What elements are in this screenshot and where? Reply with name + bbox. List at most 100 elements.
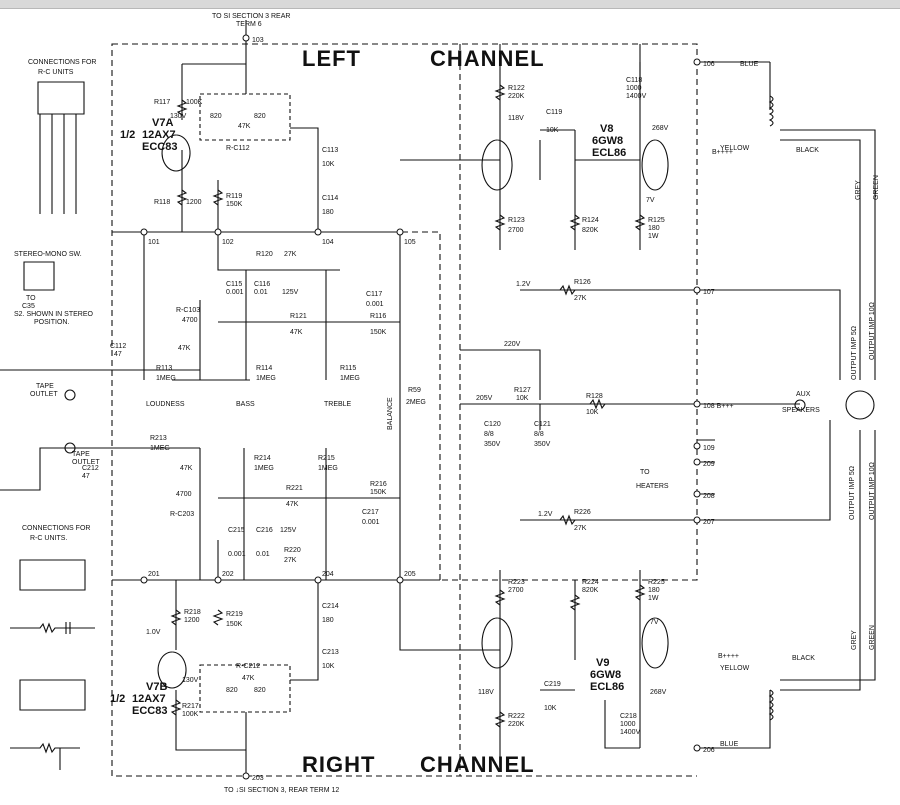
node-203 <box>242 772 250 780</box>
note-conn-top-1: CONNECTIONS FOR <box>28 59 96 66</box>
r124-resistor <box>569 214 581 231</box>
node-201 <box>140 576 148 584</box>
note-bottom-to: TO ↓SI SECTION 3, REAR TERM 12 <box>224 787 339 794</box>
note-top-term: TERM 6 <box>236 21 262 28</box>
label-components-r213v: 1MEG <box>150 445 170 452</box>
wire-yellow-bottom: YELLOW <box>720 665 750 672</box>
wire-blue-top: BLUE <box>740 61 759 68</box>
label-components-r220v: 27K <box>284 557 297 564</box>
label-components-v12: 1.2V <box>538 511 553 518</box>
label-components-r114: R114 <box>256 365 272 372</box>
label-components-r214: R214 <box>254 455 271 462</box>
r217-resistor <box>170 699 182 716</box>
r219-resistor <box>212 609 224 626</box>
r225-resistor <box>634 584 646 601</box>
node-205 <box>396 576 404 584</box>
note-conn-bot-1: CONNECTIONS FOR <box>22 525 90 532</box>
label-components-r128v: 10K <box>586 409 599 416</box>
label-components-r120v: 27K <box>284 251 297 258</box>
node-label-201: 201 <box>148 571 160 578</box>
r119-resistor <box>212 189 224 206</box>
wire-out5-top: OUTPUT IMP 5Ω <box>851 326 858 380</box>
note-conn-top-2: R-C UNITS <box>38 69 74 76</box>
left-channel-box <box>111 43 698 581</box>
wire-green-bottom: GREEN <box>869 625 876 650</box>
wire-out5-bottom: OUTPUT IMP 5Ω <box>849 466 856 520</box>
label-components-c217: C217 <box>362 509 379 516</box>
v8-pentode <box>641 139 669 191</box>
label-components-v205: 205V <box>476 395 493 402</box>
label-components-r221: R221 <box>286 485 303 492</box>
node-label-203: 203 <box>252 775 264 782</box>
node-108 <box>693 400 701 408</box>
label-components-c119v: 10K <box>546 127 559 134</box>
label-components-v220: 220V <box>504 341 521 348</box>
r126-resistor <box>559 284 576 296</box>
v9-euro: ECL86 <box>590 681 624 693</box>
label-components-r127v: 10K <box>516 395 529 402</box>
rc-unit-top-body <box>37 81 85 115</box>
wire-grey-bottom: GREY <box>851 630 858 650</box>
label-components-v130: 130V <box>170 113 187 120</box>
label-components-c215: C215 <box>228 527 245 534</box>
title-left: LEFT <box>302 46 361 71</box>
label-components-rc112c: 47K <box>238 123 251 130</box>
label-components-r224: R224 <box>582 579 599 586</box>
label-loudness: LOUDNESS <box>146 401 185 408</box>
v9-triode <box>481 617 513 669</box>
note-tape-2a: TAPE <box>72 451 90 458</box>
label-components-rc203a: 4700 <box>176 491 192 498</box>
label-components-r59v: 2MEG <box>406 399 426 406</box>
node-label-205: 205 <box>404 571 416 578</box>
label-components-c218v: 1000 <box>620 721 636 728</box>
label-components-r116v: 150K <box>370 329 387 336</box>
label-components-r225: R225 <box>648 579 665 586</box>
label-components-v10: 1.0V <box>146 629 161 636</box>
label-components-r115v: 1MEG <box>340 375 360 382</box>
node-104 <box>314 228 322 236</box>
note-tape-1a: TAPE <box>36 383 54 390</box>
label-components-c113v: 10K <box>322 161 335 168</box>
output-socket <box>845 390 875 420</box>
note-to-heaters-1: TO <box>640 469 650 476</box>
node-labels: 103 101 102 104 105 106 107 108 B+++ 109… <box>148 37 734 782</box>
label-components-c219v: 10K <box>544 705 557 712</box>
stereo-mono-switch-body <box>23 261 55 291</box>
node-markers <box>140 34 701 780</box>
v7a-euro: ECC83 <box>142 141 177 153</box>
v9-name: V9 <box>596 657 609 669</box>
note-conn-bot-2: R-C UNITS. <box>30 535 67 542</box>
label-components-r222v: 220K <box>508 721 525 728</box>
title-channel-top: CHANNEL <box>430 46 545 71</box>
label-components-r217v: 100K <box>182 711 199 718</box>
label-components-v268: 268V <box>650 689 667 696</box>
r224-resistor <box>569 594 581 611</box>
node-204 <box>314 576 322 584</box>
node-label-101: 101 <box>148 239 160 246</box>
label-components-r125w: 1W <box>648 233 659 240</box>
node-label-107: 107 <box>703 289 715 296</box>
node-107 <box>693 286 701 294</box>
label-components-r225v: 180 <box>648 587 660 594</box>
label-components-c118w: 1400V <box>626 93 647 100</box>
r123-resistor <box>494 214 506 231</box>
node-label-208: 208 <box>703 493 715 500</box>
left-output-transformer <box>768 95 774 127</box>
label-components-rc103b: 47K <box>178 345 191 352</box>
node-101 <box>140 228 148 236</box>
label-components-c119: C119 <box>546 109 562 116</box>
v8-name: V8 <box>600 123 613 135</box>
r222-resistor <box>494 711 506 728</box>
label-components-r124: R124 <box>582 217 599 224</box>
label-components-c212v: 47 <box>82 473 90 480</box>
label-components-c116v: 0.01 <box>254 289 268 296</box>
node-109 <box>693 442 701 450</box>
r223-resistor <box>494 589 506 606</box>
r218-resistor <box>170 609 182 626</box>
node-103 <box>242 34 250 42</box>
label-components-c112v: 47 <box>114 351 122 358</box>
v7a-tube <box>161 134 191 172</box>
title-channel-bottom: CHANNEL <box>420 752 535 777</box>
label-components-r119v: 150K <box>226 201 243 208</box>
